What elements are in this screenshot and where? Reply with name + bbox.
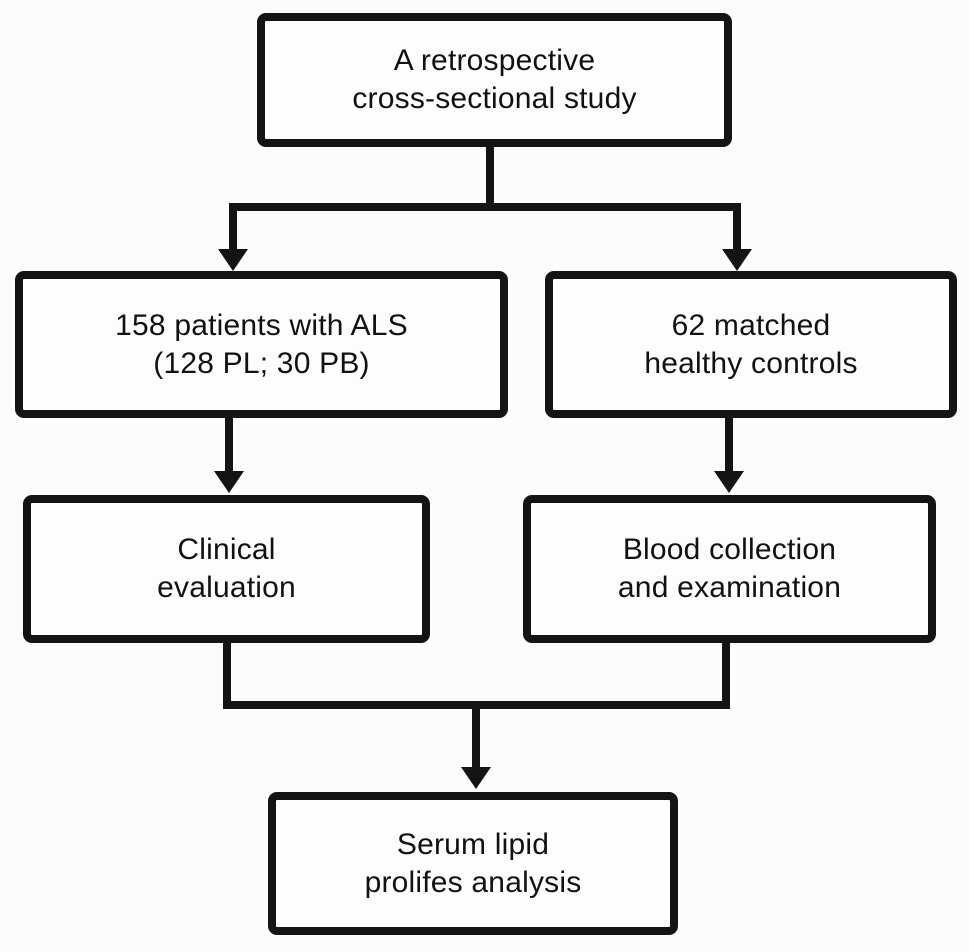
node-blood-line2: and examination [617, 571, 842, 604]
node-serum-line1: Serum lipid [396, 827, 550, 861]
node-patients-line1: 158 patients with ALS [115, 308, 408, 342]
node-serum-lipid-analysis: Serum lipid prolifes analysis [268, 792, 678, 935]
node-clinical-line2: evaluation [157, 571, 296, 604]
arrowhead-to-controls [722, 249, 752, 271]
connector-controls-to-blood [725, 418, 733, 473]
node-healthy-controls: 62 matched healthy controls [545, 271, 957, 418]
node-controls-line2: healthy controls [644, 346, 858, 380]
connector-to-patients [229, 203, 237, 251]
node-study-line2: cross-sectional study [352, 82, 637, 115]
connector-patients-to-clinical [225, 418, 233, 473]
node-serum-line2: prolifes analysis [364, 865, 582, 899]
node-study-line1: A retrospective [393, 44, 596, 77]
connector-clinical-merge [223, 643, 231, 709]
node-patients-with-als: 158 patients with ALS (128 PL; 30 PB) [15, 271, 508, 418]
connector-to-serum [472, 701, 480, 769]
node-patients-line2: (128 PL; 30 PB) [153, 346, 370, 380]
node-blood-collection: Blood collection and examination [523, 495, 936, 643]
connector-study-split [486, 147, 494, 205]
node-clinical-evaluation: Clinical evaluation [23, 495, 430, 643]
node-clinical-line1: Clinical [177, 533, 276, 566]
connector-blood-merge [722, 643, 730, 709]
arrowhead-to-serum [461, 767, 491, 789]
node-controls-line1: 62 matched [671, 308, 831, 342]
connector-to-controls [733, 203, 741, 251]
node-study: A retrospective cross-sectional study [257, 13, 732, 147]
arrowhead-to-blood [714, 471, 744, 493]
node-blood-line1: Blood collection [622, 533, 837, 566]
arrowhead-to-clinical [214, 471, 244, 493]
connector-branch-line [229, 203, 741, 211]
arrowhead-to-patients [218, 249, 248, 271]
